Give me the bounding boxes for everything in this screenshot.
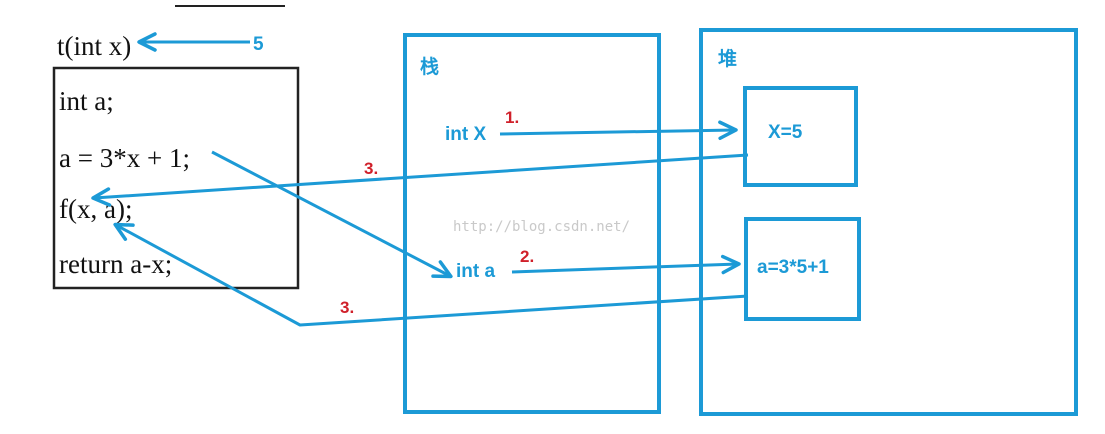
heap-object-x-label: X=5 — [768, 122, 803, 143]
arg-value: 5 — [253, 34, 264, 55]
step-1-label: 1. — [505, 108, 519, 127]
stack-item-int-x: int X — [445, 124, 486, 145]
code-signature: t(int x) — [57, 31, 131, 61]
code-box — [52, 66, 300, 290]
arrow-step-1 — [499, 120, 738, 141]
heap-box — [699, 28, 1078, 416]
code-line-2: a = 3*x + 1; — [59, 143, 190, 173]
heap-object-a — [744, 217, 861, 321]
stack-box — [403, 33, 661, 414]
step-3-bottom-label: 3. — [340, 298, 354, 317]
step-2-label: 2. — [520, 247, 534, 266]
heap-object-x — [743, 86, 858, 187]
arrow-step-2 — [511, 254, 741, 275]
arrow-step-3-a — [113, 222, 749, 327]
code-line-1: int a; — [59, 86, 114, 116]
code-line-4: return a-x; — [59, 249, 172, 279]
heap-title: 堆 — [718, 47, 737, 70]
arrow-assign-to-int-a — [211, 150, 453, 279]
heap-object-a-label: a=3*5+1 — [757, 257, 829, 278]
stack-title: 栈 — [420, 55, 439, 78]
arrow-step-3-x — [91, 153, 749, 207]
step-3-top-label: 3. — [364, 159, 378, 178]
stack-item-int-a: int a — [456, 261, 495, 282]
watermark: http://blog.csdn.net/ — [453, 219, 630, 235]
